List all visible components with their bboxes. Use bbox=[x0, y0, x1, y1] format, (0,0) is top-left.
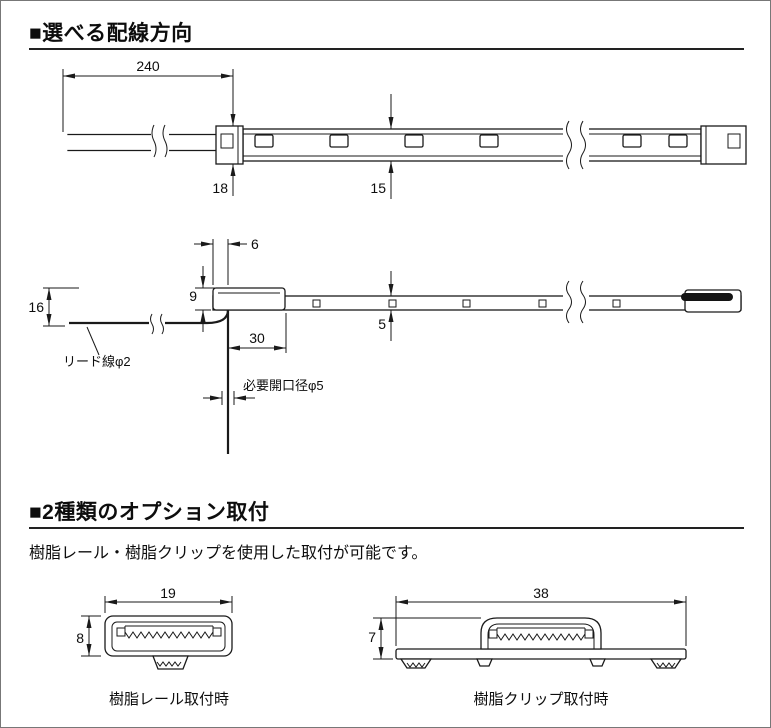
dim-15-value: 15 bbox=[370, 180, 386, 196]
strip-in-clip bbox=[488, 627, 594, 641]
dim-240-value: 240 bbox=[136, 58, 160, 74]
dim-19: 19 bbox=[104, 586, 233, 613]
opening-callout: 必要開口径φ5 bbox=[203, 378, 324, 405]
dim-30: 30 bbox=[228, 313, 287, 353]
option-section-heading: ■2種類のオプション取付 bbox=[29, 501, 270, 524]
lead-wires bbox=[67, 124, 217, 158]
led-marks bbox=[312, 299, 621, 308]
option-section-divider bbox=[29, 527, 744, 529]
dim-9-value: 9 bbox=[189, 288, 197, 304]
strip-side-view bbox=[212, 280, 742, 324]
option-section-description: 樹脂レール・樹脂クリップを使用した取付が可能です。 bbox=[29, 545, 428, 562]
lead-wire bbox=[69, 309, 230, 454]
lead-wire-callout: リード線φ2 bbox=[63, 326, 131, 369]
break-marks bbox=[563, 280, 589, 324]
dim-6: 6 bbox=[194, 236, 259, 285]
dim-7-value: 7 bbox=[368, 629, 376, 645]
dim-7: 7 bbox=[368, 617, 481, 660]
wire-bend bbox=[206, 309, 230, 325]
led-windows bbox=[254, 134, 688, 148]
lead-wire-label: リード線φ2 bbox=[63, 354, 131, 369]
wiring-section-divider bbox=[29, 48, 744, 50]
wiring-side-view-drawing: 6 bbox=[28, 236, 742, 454]
dim-30-value: 30 bbox=[249, 330, 265, 346]
clip-cross-section bbox=[395, 617, 687, 669]
rail-mount-drawing: 19 8 樹脂レール取付時 bbox=[76, 586, 233, 708]
dim-8-value: 8 bbox=[76, 630, 84, 646]
dim-9: 9 bbox=[189, 266, 215, 332]
strip-top-view bbox=[67, 120, 747, 170]
dim-5-value: 5 bbox=[378, 316, 386, 332]
clip-mount-drawing: 38 7 bbox=[368, 586, 687, 708]
dim-18: 18 bbox=[212, 103, 236, 196]
right-end-cap bbox=[681, 289, 742, 313]
dim-5: 5 bbox=[378, 271, 394, 341]
clip-base bbox=[395, 648, 687, 660]
wiring-top-view-drawing: 240 bbox=[62, 58, 747, 199]
dim-38-value: 38 bbox=[533, 586, 549, 601]
clip-feet bbox=[399, 658, 683, 669]
right-end-cap bbox=[700, 125, 747, 165]
rail-cross-section bbox=[104, 615, 233, 670]
strip-profile bbox=[212, 295, 742, 311]
rail-caption: 樹脂レール取付時 bbox=[109, 691, 229, 708]
left-end-cap bbox=[215, 125, 244, 165]
clip-saddle bbox=[480, 617, 602, 650]
dim-8: 8 bbox=[76, 615, 101, 657]
left-end-cap bbox=[212, 287, 286, 311]
dim-16-value: 16 bbox=[28, 299, 44, 315]
dim-6-value: 6 bbox=[251, 236, 259, 252]
strip-in-rail bbox=[116, 625, 222, 639]
dim-16: 16 bbox=[28, 287, 79, 327]
dim-18-value: 18 bbox=[212, 180, 228, 196]
break-marks bbox=[563, 120, 589, 170]
wiring-section-heading: ■選べる配線方向 bbox=[29, 22, 193, 45]
clip-caption: 樹脂クリップ取付時 bbox=[473, 691, 608, 708]
rail-foot bbox=[152, 655, 189, 670]
dim-240: 240 bbox=[62, 58, 234, 196]
dim-38: 38 bbox=[395, 586, 687, 646]
end-cap-insert bbox=[681, 293, 733, 301]
dim-15: 15 bbox=[370, 94, 394, 199]
dim-19-value: 19 bbox=[160, 586, 176, 601]
opening-label: 必要開口径φ5 bbox=[243, 378, 324, 393]
